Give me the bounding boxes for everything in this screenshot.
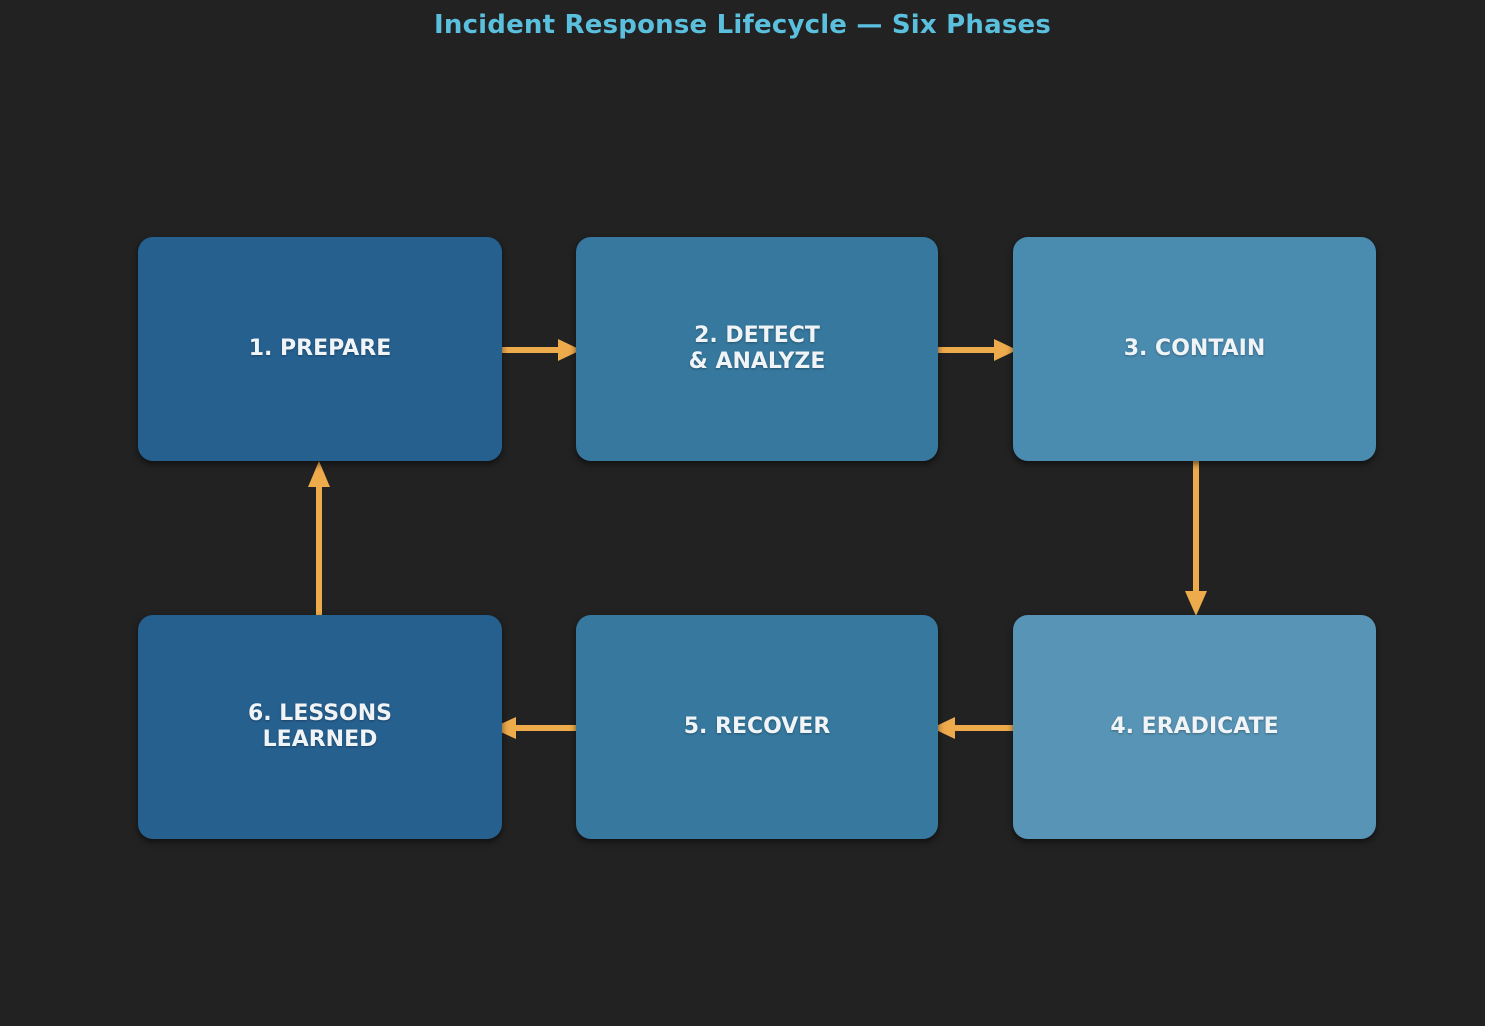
edge-prepare-to-detect (497, 339, 581, 361)
edge-eradicate-to-recover (932, 717, 1017, 739)
node-lessons-learned[interactable]: 6. LESSONS LEARNED (138, 615, 502, 839)
edge-detect-to-contain (934, 339, 1017, 361)
node-detect-analyze[interactable]: 2. DETECT & ANALYZE (576, 237, 938, 461)
edge-recover-to-lessons (492, 717, 580, 739)
node-recover-label: 5. RECOVER (683, 714, 831, 740)
edge-contain-to-eradicate (1185, 457, 1207, 616)
node-prepare-label: 1. PREPARE (248, 336, 392, 362)
node-recover[interactable]: 5. RECOVER (576, 615, 938, 839)
page-title: Incident Response Lifecycle — Six Phases (433, 10, 1052, 40)
node-eradicate-label: 4. ERADICATE (1110, 714, 1279, 740)
node-contain[interactable]: 3. CONTAIN (1013, 237, 1376, 461)
node-contain-label: 3. CONTAIN (1123, 336, 1266, 362)
node-prepare[interactable]: 1. PREPARE (138, 237, 502, 461)
node-detect-analyze-label: 2. DETECT & ANALYZE (688, 323, 826, 374)
node-eradicate[interactable]: 4. ERADICATE (1013, 615, 1376, 839)
node-lessons-learned-label: 6. LESSONS LEARNED (247, 701, 393, 752)
edge-lessons-to-prepare (308, 461, 330, 619)
